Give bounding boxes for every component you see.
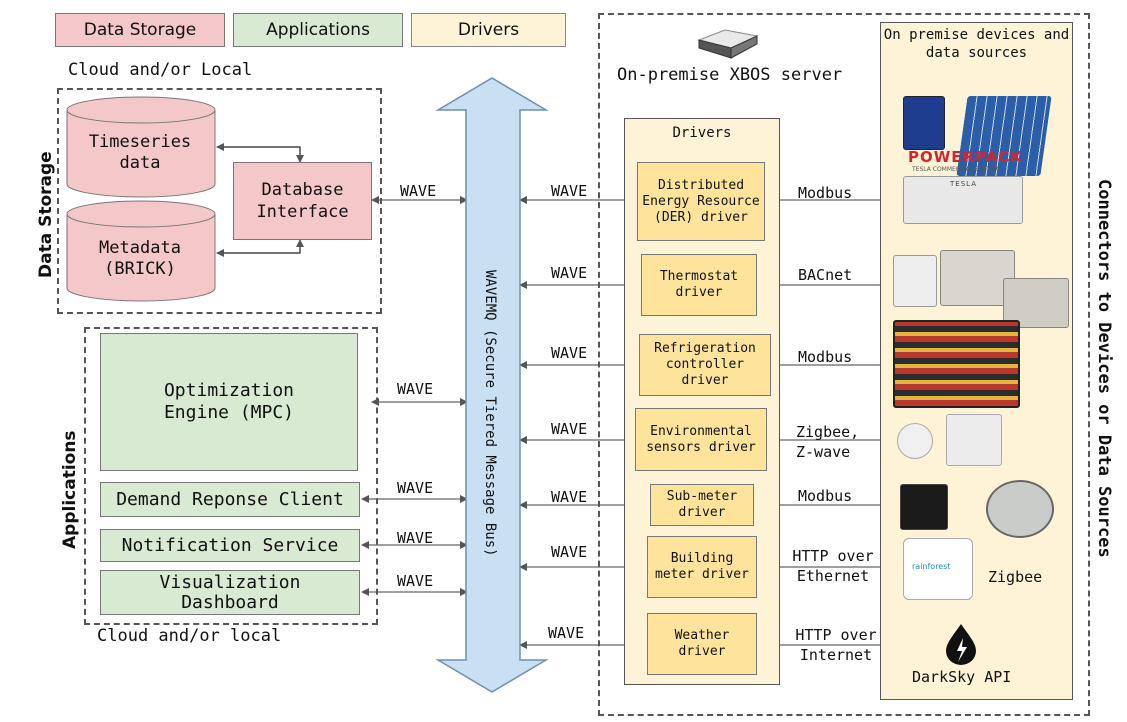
sub-meter-icon	[900, 484, 948, 530]
app-wave-label-4: WAVE	[397, 572, 434, 590]
xbos-server-title: On-premise XBOS server	[617, 65, 843, 85]
metadata-label: Metadata (BRICK)	[99, 238, 181, 279]
xbos-server-box	[598, 13, 1090, 716]
storage-group-title: Data Storage	[36, 151, 56, 279]
thermostat-icon	[893, 255, 937, 307]
timeseries-cylinder	[66, 96, 216, 198]
storage-group-box	[57, 88, 382, 314]
driver-wave-label-6: WAVE	[551, 543, 588, 561]
storage-wave-label: WAVE	[400, 182, 437, 200]
database-interface-box: Database Interface	[233, 162, 372, 240]
connectors-side-title: Connectors to Devices or Data Sources	[1094, 178, 1114, 558]
visualization-dashboard-box: Visualization Dashboard	[100, 570, 360, 615]
environmental-sensors-driver: Environmental sensors driver	[635, 408, 767, 471]
utility-meter-icon	[986, 480, 1054, 538]
darksky-icon	[946, 624, 976, 665]
rooftop-unit-small-icon	[1003, 278, 1069, 328]
app-wave-label-3: WAVE	[397, 529, 434, 547]
notification-service-box: Notification Service	[100, 529, 360, 562]
darksky-label: DarkSky API	[912, 668, 1012, 686]
protocol-label-thermostat: BACnet	[798, 266, 853, 284]
demand-response-box: Demand Reponse Client	[100, 482, 360, 517]
driver-wave-label-3: WAVE	[551, 344, 588, 362]
legend-applications: Applications	[233, 13, 403, 47]
environmental-sensor-box-icon	[946, 414, 1002, 466]
thermostat-driver: Thermostat driver	[641, 254, 757, 316]
server-icon	[697, 29, 759, 59]
storage-caption: Cloud and/or Local	[68, 60, 253, 80]
weather-driver: Weather driver	[647, 613, 757, 675]
devices-panel-title: On premise devices and data sources	[883, 27, 1070, 61]
wavemq-bus-label: WAVEMQ (Secure Tiered Message Bus)	[482, 269, 498, 557]
wavemq-bus-arrow	[435, 77, 549, 693]
protocol-label-environmental: Zigbee, Z-wave	[796, 423, 860, 461]
drivers-panel-title: Drivers	[672, 125, 732, 141]
building-meter-driver: Building meter driver	[647, 536, 757, 598]
environmental-sensor-round-icon	[897, 423, 933, 459]
driver-wave-label-5: WAVE	[551, 488, 588, 506]
rooftop-unit-icon	[940, 250, 1015, 306]
protocol-label-building-meter: HTTP over Ethernet	[792, 547, 874, 585]
powerpack-battery-icon	[903, 176, 1023, 224]
optimization-engine-box: Optimization Engine (MPC)	[100, 333, 358, 471]
sub-meter-driver: Sub-meter driver	[650, 484, 754, 526]
driver-wave-label-1: WAVE	[551, 182, 588, 200]
zigbee-link-label: Zigbee	[988, 568, 1043, 586]
driver-wave-label-4: WAVE	[551, 420, 588, 438]
der-driver: Distributed Energy Resource (DER) driver	[637, 162, 765, 241]
app-wave-label-1: WAVE	[397, 380, 434, 398]
app-wave-label-2: WAVE	[397, 479, 434, 497]
solar-inverter-icon	[903, 96, 945, 150]
applications-caption: Cloud and/or local	[97, 626, 282, 646]
protocol-label-weather: HTTP over Internet	[795, 626, 877, 664]
timeseries-label: Timeseries data	[88, 132, 192, 173]
driver-wave-label-7: WAVE	[548, 624, 585, 642]
rainforest-logo: rainforest	[912, 562, 951, 571]
legend-drivers: Drivers	[411, 13, 566, 47]
tesla-logo: TESLA	[950, 180, 977, 188]
building-meter-gateway-icon	[903, 538, 973, 600]
refrigeration-driver: Refrigeration controller driver	[639, 334, 771, 396]
powerpack-caption: TESLA COMMERCIAL BATTERY	[912, 166, 1002, 173]
applications-group-box	[84, 327, 378, 625]
metadata-cylinder	[66, 200, 216, 302]
applications-group-title: Applications	[60, 430, 80, 550]
legend-data-storage: Data Storage	[55, 13, 225, 47]
protocol-label-der: Modbus	[798, 184, 853, 202]
protocol-label-submeter: Modbus	[798, 487, 853, 505]
driver-wave-label-2: WAVE	[551, 264, 588, 282]
powerpack-logo: POWERPACK	[908, 148, 1023, 166]
protocol-label-refrigeration: Modbus	[798, 348, 853, 366]
refrigerator-icon	[893, 320, 1020, 408]
